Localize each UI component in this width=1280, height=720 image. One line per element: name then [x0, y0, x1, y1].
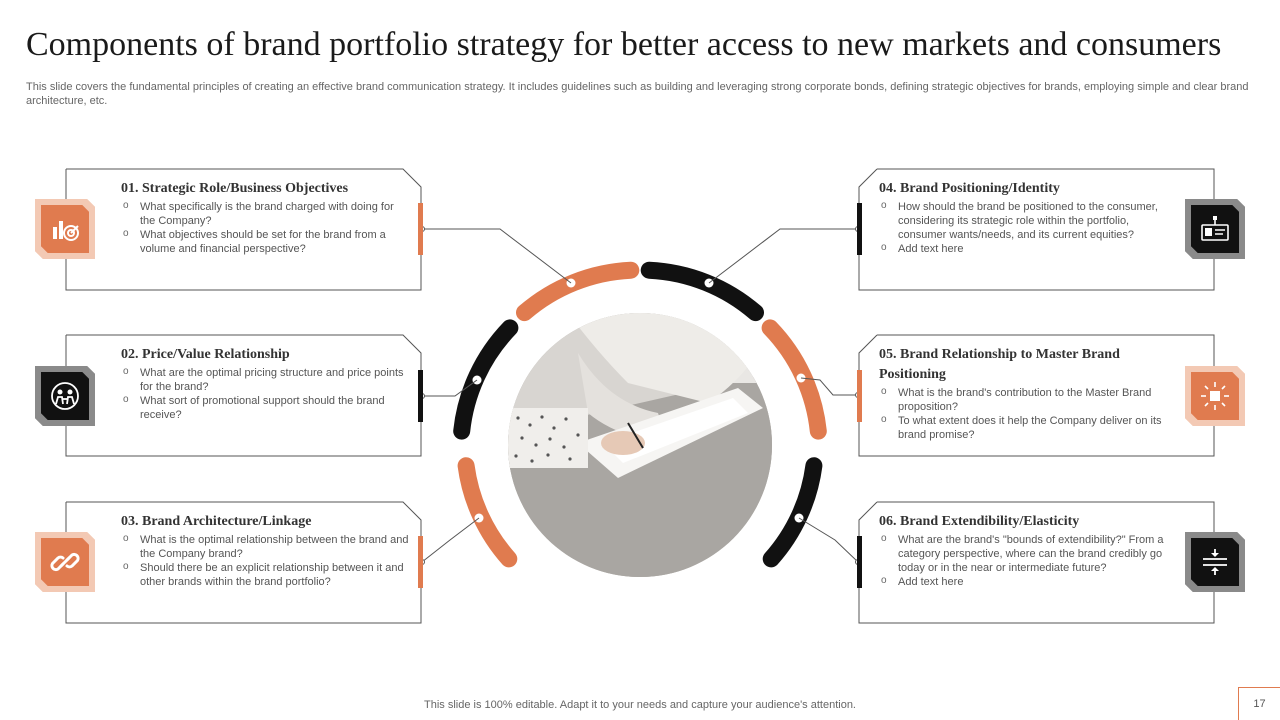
ring-segment-4: [640, 261, 764, 322]
bullet-item: What sort of promotional support should …: [121, 393, 411, 422]
component-card-5: 05. Brand Relationship to Master Brand P…: [858, 334, 1215, 457]
icon-box-2: [35, 366, 95, 426]
card-tab: [418, 536, 423, 588]
card-tab: [857, 370, 862, 422]
component-card-3: 03. Brand Architecture/Linkage What is t…: [65, 501, 422, 624]
bullet-item: Add text here: [879, 574, 1169, 589]
component-card-1: 01. Strategic Role/Business Objectives W…: [65, 168, 422, 291]
chart-target-icon: [53, 221, 79, 241]
card-tab: [418, 370, 423, 422]
icon-box-6: [1185, 532, 1245, 592]
box-rays-icon: [1201, 382, 1229, 410]
bullet-item: Add text here: [879, 241, 1169, 256]
icon-box-5: [1185, 366, 1245, 426]
bullet-item: To what extent does it help the Company …: [879, 413, 1169, 442]
ring-segment-5: [761, 319, 827, 440]
id-card-icon: [1201, 216, 1229, 241]
bullet-item: What specifically is the brand charged w…: [121, 199, 411, 228]
card-tab: [418, 203, 423, 255]
icon-box-1: [35, 199, 95, 259]
page-title: Components of brand portfolio strategy f…: [26, 26, 1222, 63]
center-photo: [508, 313, 772, 577]
card-title: 01. Strategic Role/Business Objectives: [121, 181, 349, 196]
card-tab: [857, 536, 862, 588]
card-tab: [857, 203, 862, 255]
compress-arrows-icon: [1203, 549, 1227, 575]
card-title: 04. Brand Positioning/Identity: [879, 181, 1060, 196]
card-title: 03. Brand Architecture/Linkage: [121, 514, 312, 529]
component-card-6: 06. Brand Extendibility/Elasticity What …: [858, 501, 1215, 624]
icon-box-4: [1185, 199, 1245, 259]
page-subtitle: This slide covers the fundamental princi…: [26, 81, 1249, 107]
bullet-item: Should there be an explicit relationship…: [121, 560, 411, 589]
bullet-item: What is the brand's contribution to the …: [879, 385, 1169, 414]
footer-note: This slide is 100% editable. Adapt it to…: [424, 699, 856, 711]
icon-box-3: [35, 532, 95, 592]
component-card-4: 04. Brand Positioning/Identity How shoul…: [858, 168, 1215, 291]
card-title: 02. Price/Value Relationship: [121, 347, 290, 362]
page-number: 17: [1238, 687, 1280, 720]
card-title: 06. Brand Extendibility/Elasticity: [879, 514, 1080, 529]
people-hands-icon: [51, 382, 79, 410]
bullet-item: What are the brand's "bounds of extendib…: [879, 532, 1169, 575]
ring-segment-1: [516, 261, 640, 322]
component-card-2: 02. Price/Value Relationship What are th…: [65, 334, 422, 457]
bullet-item: What objectives should be set for the br…: [121, 227, 411, 256]
bullet-item: How should the brand be positioned to th…: [879, 199, 1169, 242]
card-title: 05. Brand Relationship to Master Brand P…: [879, 347, 1120, 382]
ring-segment-6: [762, 457, 823, 568]
bullet-item: What is the optimal relationship between…: [121, 532, 411, 561]
bullet-item: What are the optimal pricing structure a…: [121, 365, 411, 394]
ring-segment-2: [453, 319, 519, 440]
link-icon: [50, 552, 80, 572]
ring-segment-3: [457, 457, 518, 568]
